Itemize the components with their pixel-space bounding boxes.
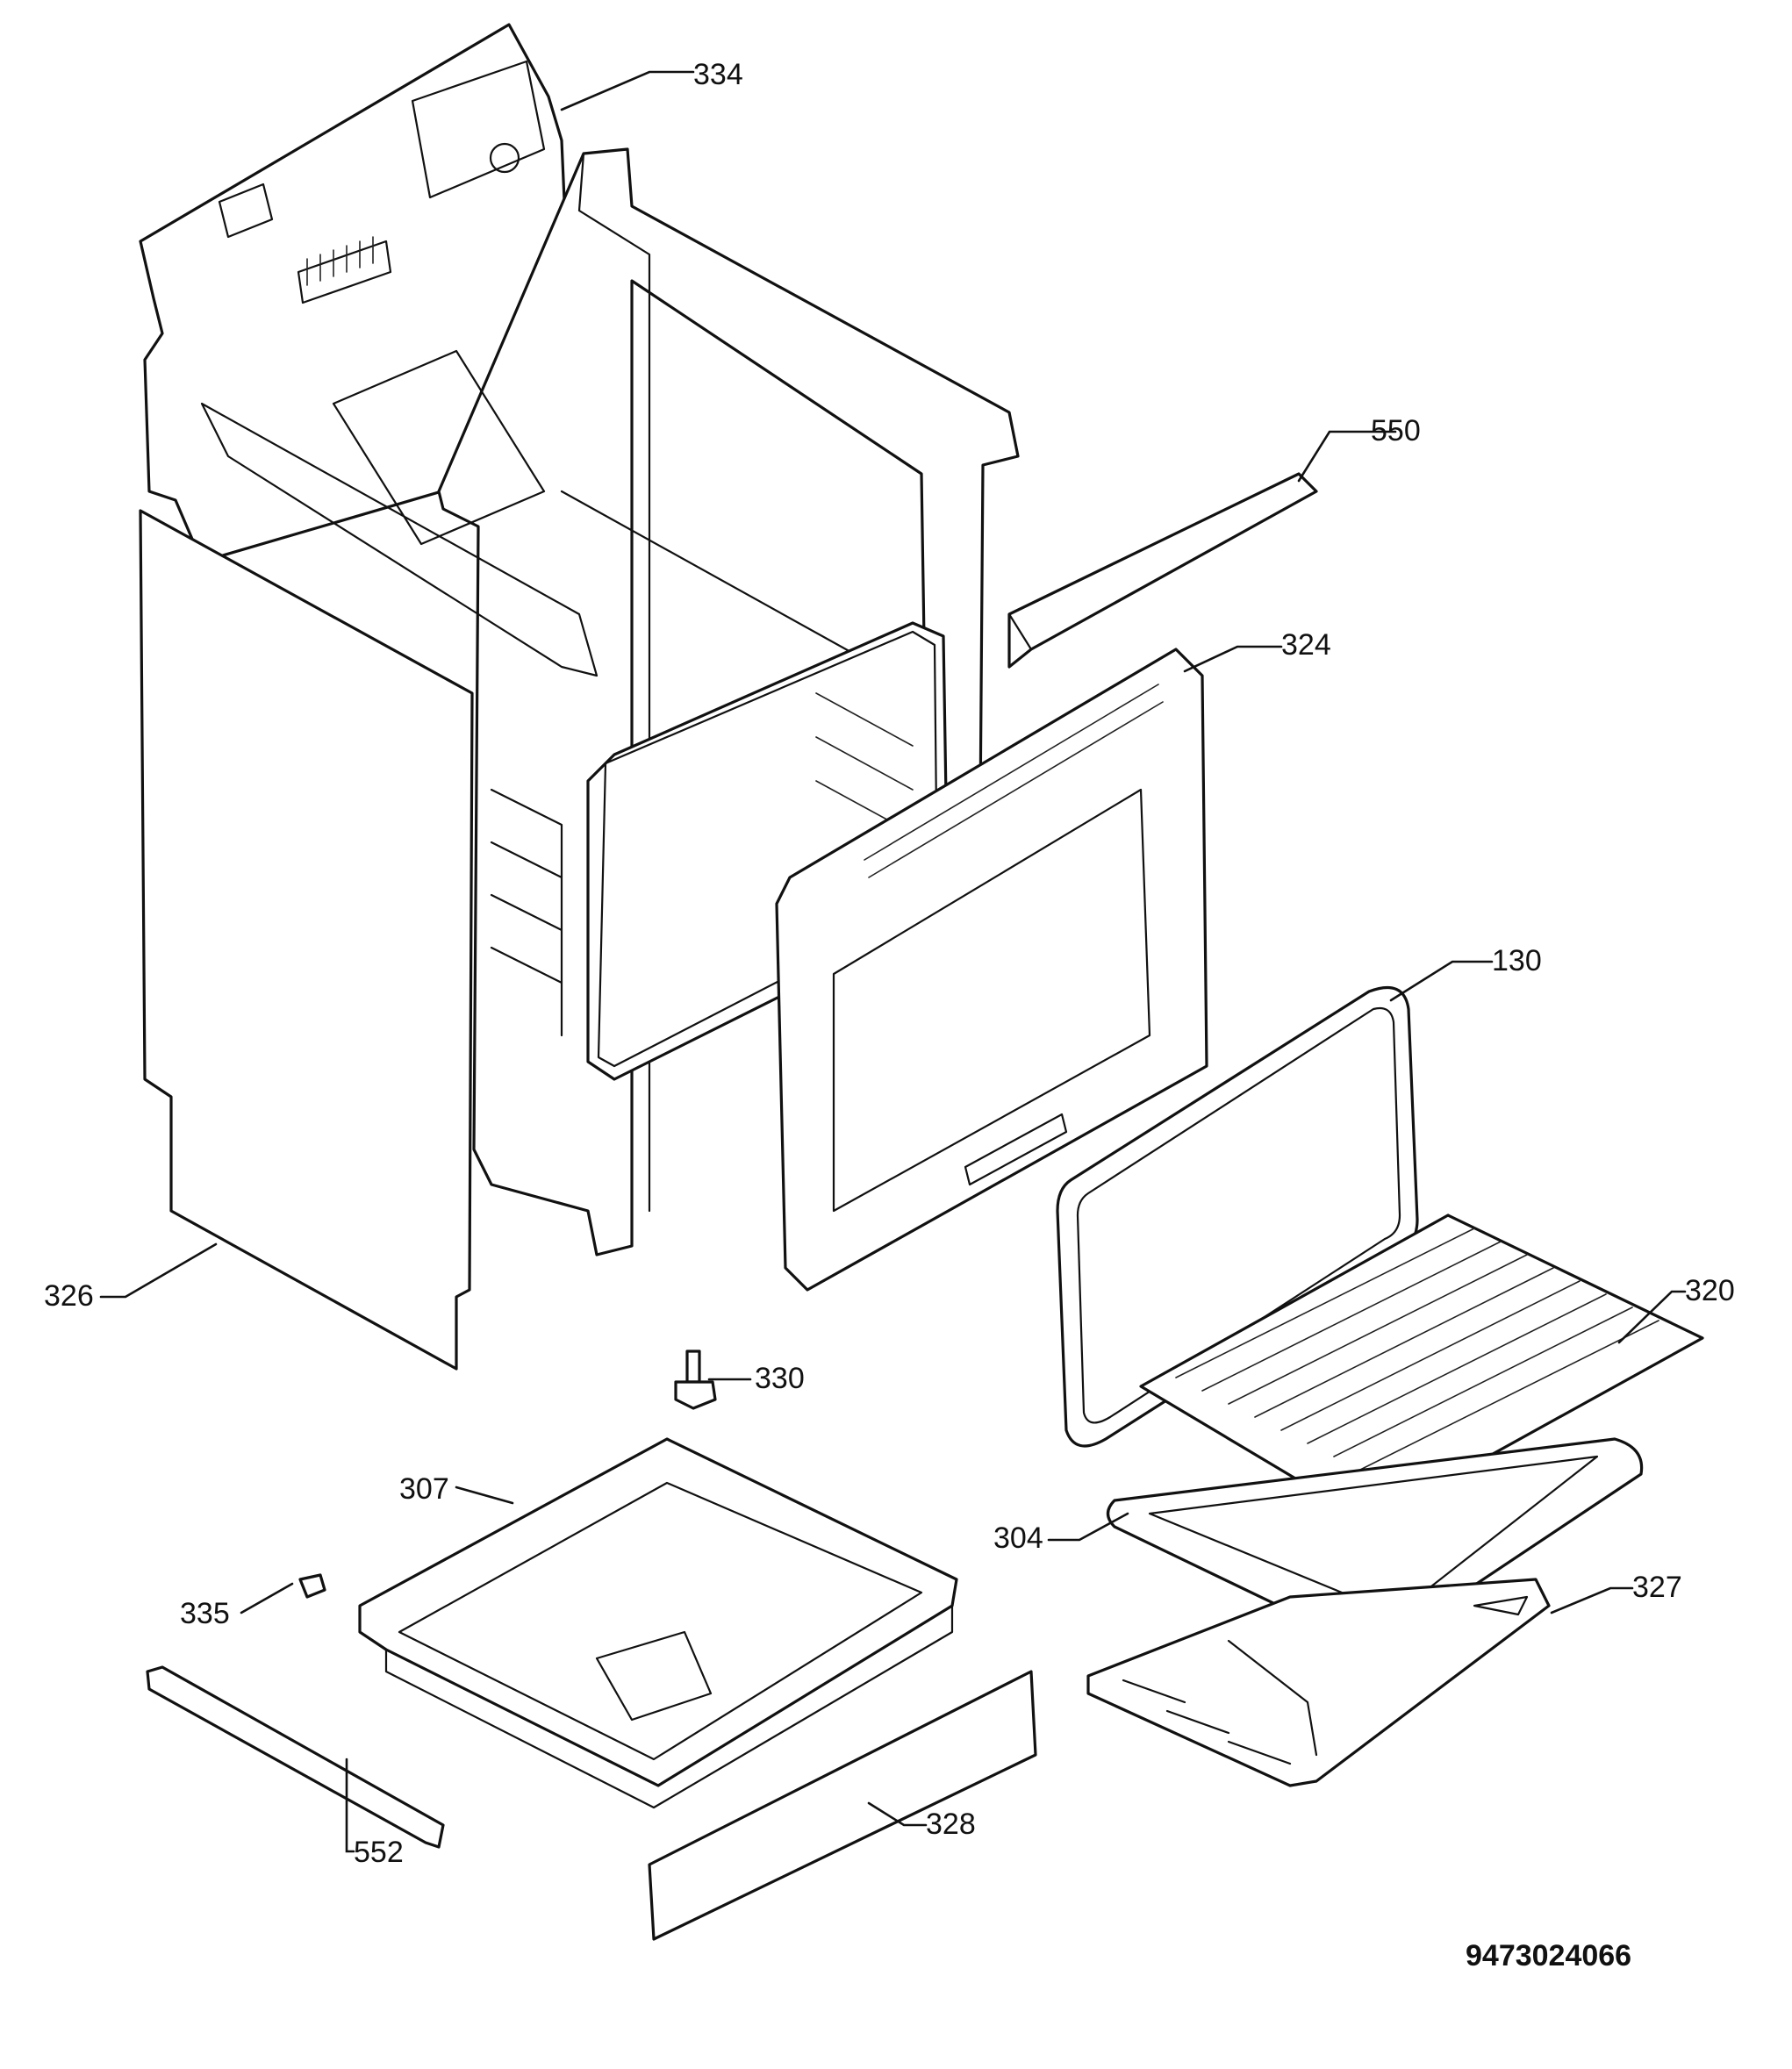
leader-130 [1389,960,1494,1002]
leader-304 [1047,1512,1129,1542]
part-552-rail [146,1665,445,1849]
leader-334 [560,70,695,111]
part-550-trim-strip [1007,472,1318,669]
leader-307 [455,1486,514,1505]
callout-labels: 334 550 324 130 320 326 330 307 304 335 … [44,58,1735,1869]
callout-130: 130 [1492,944,1542,977]
callout-552: 552 [354,1836,404,1869]
part-328-drawer-front [648,1670,1037,1941]
callout-324: 324 [1281,628,1331,662]
leader-320 [1617,1290,1687,1344]
callout-320: 320 [1685,1274,1735,1307]
part-330-screw [674,1350,717,1410]
part-326-side-panel [139,509,474,1371]
part-320-wire-rack [1139,1213,1704,1524]
document-number: 9473024066 [1466,1939,1631,1972]
leader-326 [99,1242,218,1299]
leader-335 [240,1582,294,1614]
callout-304: 304 [993,1521,1043,1555]
leader-328 [867,1801,928,1827]
part-335-small-screw [298,1573,326,1599]
part-324-front-frame [775,648,1208,1292]
leader-324 [1183,645,1283,673]
leader-552 [345,1758,355,1853]
leader-550 [1297,430,1397,483]
callout-335: 335 [180,1597,230,1630]
part-307-drawer [358,1437,958,1809]
callout-327: 327 [1632,1571,1682,1604]
callout-326: 326 [44,1279,94,1313]
callout-328: 328 [926,1808,976,1841]
part-327-bottom-plate [1086,1578,1551,1787]
callout-307: 307 [399,1472,449,1506]
leader-lines [99,70,1687,1853]
leader-327 [1550,1586,1634,1614]
callout-330: 330 [755,1362,805,1395]
callout-334: 334 [693,58,743,91]
callout-550: 550 [1371,414,1421,447]
oven-cavity-frame [200,147,1020,1256]
